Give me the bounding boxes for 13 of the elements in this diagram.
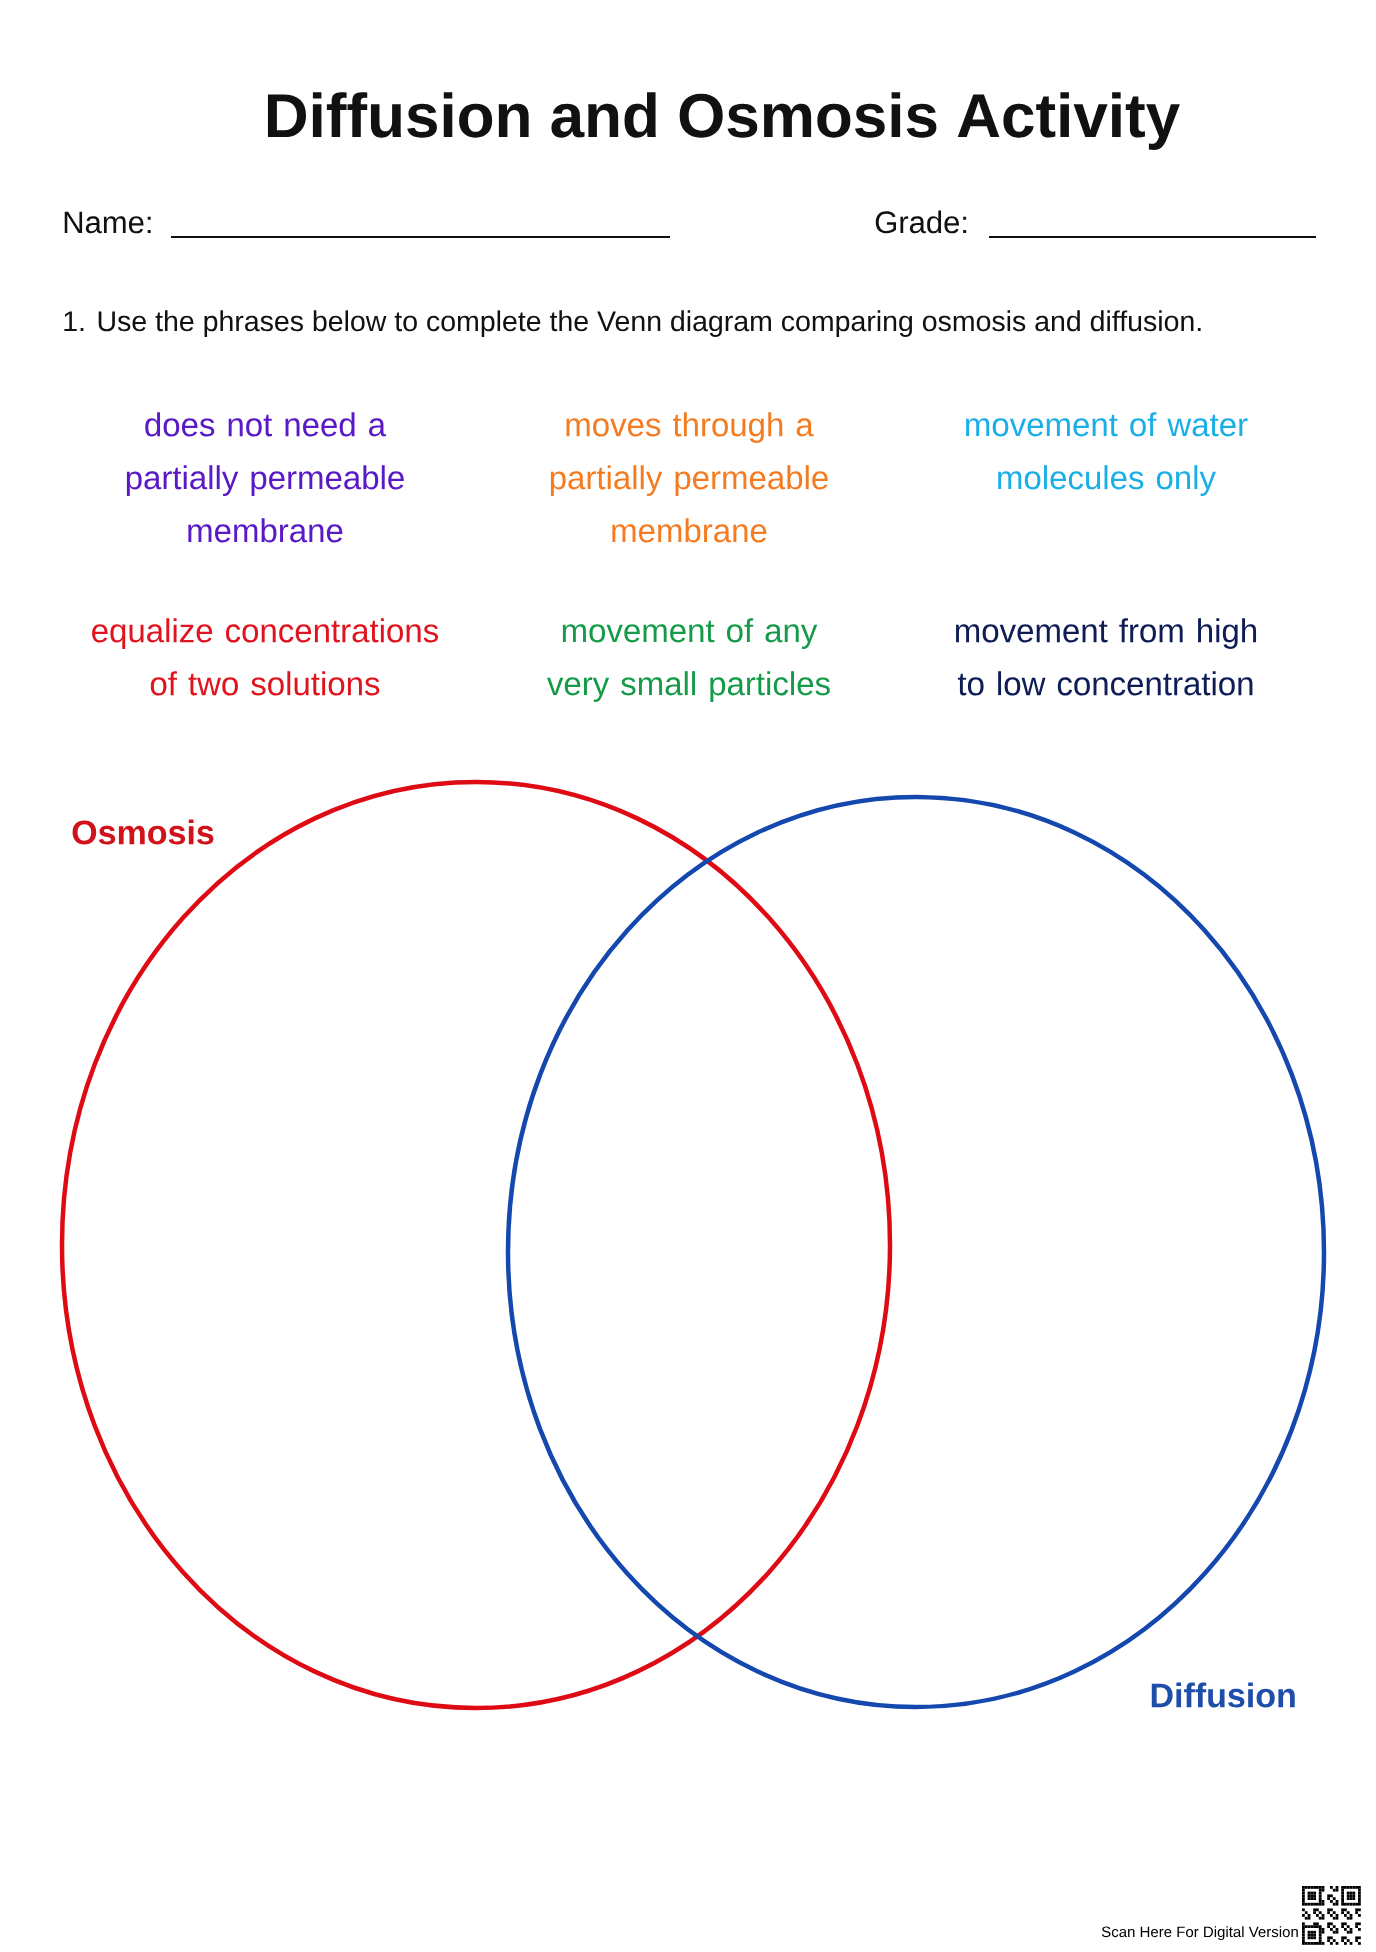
word-bank-phrase: movement of water molecules only <box>966 412 1248 496</box>
circle-heading: Osmosis <box>72 819 214 845</box>
instruction-text: 1. Use the phrases below to complete the Venn diagram comparing osmosis and diffusion. <box>64 310 1201 337</box>
title: Diffusion and Osmosis Activity <box>267 92 1180 150</box>
word-bank-phrase: does not need a partially permeable membrane <box>126 412 404 543</box>
circle-heading: Diffusion <box>1151 1682 1295 1708</box>
field-label: Name: <box>64 211 151 234</box>
word-bank-phrase: moves through a partially permeable membrane <box>550 412 828 543</box>
word-bank-phrase: equalize concentrations of two solutions <box>92 618 438 696</box>
word-bank-phrase: movement of any very small particles <box>547 618 830 702</box>
footer-note: Scan Here For Digital Version <box>1101 1926 1298 1941</box>
word-bank-phrase: movement from high to low concentration <box>955 618 1257 696</box>
field-label: Grade: <box>875 210 967 234</box>
